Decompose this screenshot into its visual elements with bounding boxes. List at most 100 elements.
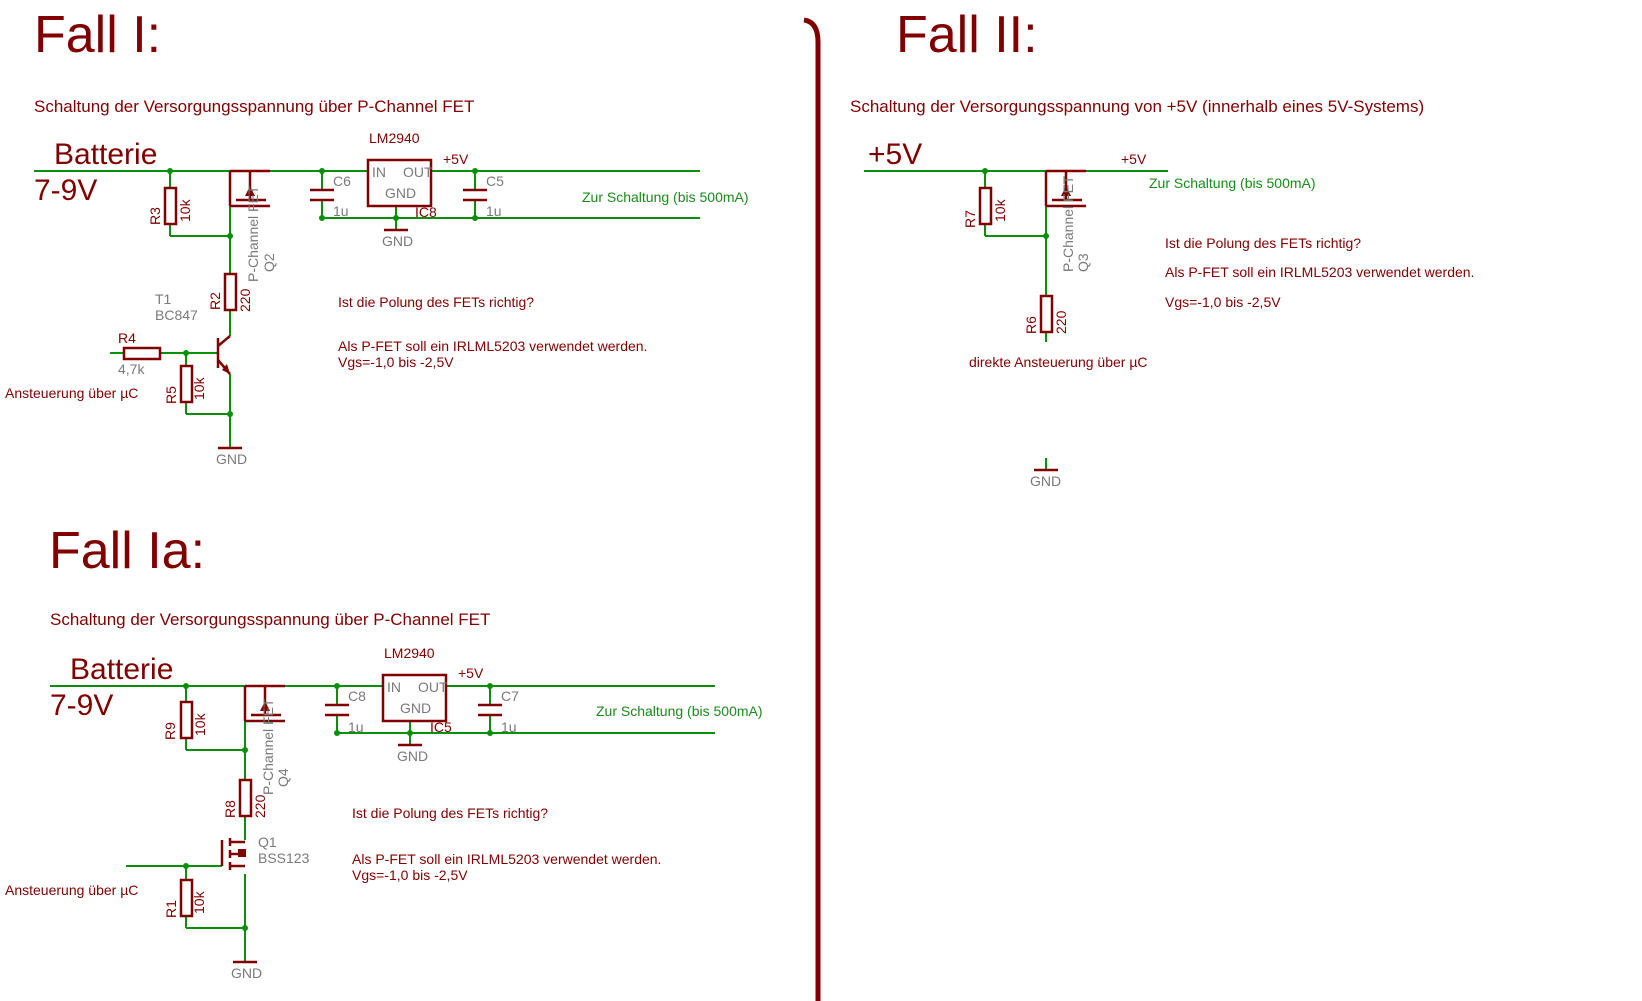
fall-1-r4-label: R4	[118, 330, 136, 346]
fall-1a-ic-in: IN	[387, 679, 401, 695]
fall-1-c6-label: C6	[333, 173, 351, 189]
fall-1a-fet-type: P-Channel FET	[260, 698, 276, 795]
fall-1-control-label: Ansteuerung über µC	[5, 385, 138, 401]
fall-1a-p-fet-symbol	[243, 684, 285, 723]
fall-1a-battery-voltage: 7-9V	[50, 689, 113, 722]
fall-1-ic-in: IN	[372, 164, 386, 180]
fall-2-heading: Schaltung der Versorgungsspannung von +5…	[850, 97, 1424, 116]
fall-1a-gnd-bottom-label: GND	[231, 965, 262, 981]
fall-1a-control-label: Ansteuerung über µC	[5, 882, 138, 898]
fall-1a-r8-label: R8	[222, 800, 238, 818]
fall-1-c6-value: 1u	[333, 203, 349, 219]
fall-1a-ic-out: OUT	[418, 679, 448, 695]
fall-1a-note-fet: Als P-FET soll ein IRLML5203 verwendet w…	[352, 851, 661, 867]
fall-1-r4-value: 4,7k	[118, 361, 145, 377]
fall-2-title: Fall II:	[896, 6, 1038, 64]
fall-1-c5-capacitor	[463, 188, 487, 202]
fall-1-gnd-ic-label: GND	[382, 233, 413, 249]
fall-1a-q1-ref: Q1	[258, 834, 277, 850]
fall-1-r2-label: R2	[207, 292, 223, 310]
fall-2-r7-value: 10k	[992, 198, 1008, 222]
fall-1a-fet-ref: Q4	[275, 768, 291, 787]
fall-1-ic-gnd: GND	[385, 185, 416, 201]
fall-1a-regulator-ic	[381, 673, 448, 723]
fall-1a-r1-resistor	[179, 878, 194, 918]
fall-1-polarity-question: Ist die Polung des FETs richtig?	[338, 294, 534, 310]
fall-2-section: Fall II: Schaltung der Versorgungsspannu…	[850, 6, 1474, 489]
fall-1a-ic-name: LM2940	[384, 645, 435, 661]
fall-1a-r9-label: R9	[162, 722, 178, 740]
fall-1-r5-value: 10k	[191, 376, 207, 400]
fall-1-t1-transistor	[216, 335, 231, 375]
fall-1-ic-out: OUT	[403, 164, 433, 180]
fall-2-output-label: Zur Schaltung (bis 500mA)	[1149, 175, 1316, 191]
fall-1-title: Fall I:	[34, 6, 161, 64]
fall-1a-c8-value: 1u	[348, 719, 364, 735]
fall-1-section: Fall I: Schaltung der Versorgungsspannun…	[5, 6, 749, 467]
fall-1a-c7-label: C7	[501, 688, 519, 704]
fall-1-r3-label: R3	[147, 207, 163, 225]
fall-1-r4-resistor	[122, 346, 162, 361]
fall-2-junctions	[982, 168, 1049, 239]
fall-1-fet-type: P-Channel FET	[245, 185, 261, 282]
fall-1a-plus5v-label: +5V	[458, 665, 484, 681]
fall-1-t1-ref: T1	[155, 291, 172, 307]
fall-1-battery-label: Batterie	[54, 138, 157, 171]
fall-1a-r8-resistor	[238, 778, 253, 818]
fall-1-regulator-ic	[366, 158, 433, 208]
fall-1-output-label: Zur Schaltung (bis 500mA)	[582, 189, 749, 205]
fall-1a-r9-resistor	[179, 700, 194, 740]
fall-1-c6-capacitor	[310, 188, 334, 202]
fall-1-note-vgs: Vgs=-1,0 bis -2,5V	[338, 354, 454, 370]
fall-1a-q1-type: BSS123	[258, 850, 310, 866]
fall-1a-c7-value: 1u	[501, 719, 517, 735]
fall-1-t1-type: BC847	[155, 307, 198, 323]
fall-2-gnd-label: GND	[1030, 473, 1061, 489]
fall-1-r3-value: 10k	[177, 198, 193, 222]
fall-2-control-label: direkte Ansteuerung über µC	[969, 354, 1148, 370]
section-divider	[803, 17, 821, 1001]
fall-2-r6-resistor	[1039, 294, 1054, 334]
fall-1a-ic-ref: IC5	[430, 719, 452, 735]
fall-2-p-fet-symbol	[1044, 169, 1086, 208]
fall-1a-heading: Schaltung der Versorgungsspannung über P…	[50, 610, 490, 629]
fall-2-fet-ref: Q3	[1075, 253, 1091, 272]
fall-1-r5-resistor	[179, 364, 194, 404]
fall-1a-output-label: Zur Schaltung (bis 500mA)	[596, 703, 763, 719]
fall-1a-c8-capacitor	[325, 703, 349, 717]
fall-2-r7-resistor	[978, 186, 993, 226]
fall-1a-section: Fall Ia: Schaltung der Versorgungsspannu…	[5, 522, 763, 981]
fall-1a-wires	[50, 685, 715, 962]
fall-1a-ic-gnd: GND	[400, 700, 431, 716]
fall-1-heading: Schaltung der Versorgungsspannung über P…	[34, 97, 474, 116]
fall-1-r2-resistor	[223, 272, 238, 312]
fall-1a-r1-value: 10k	[191, 890, 207, 914]
fall-1-plus5v-label: +5V	[443, 151, 469, 167]
fall-1-fet-ref: Q2	[261, 253, 277, 272]
fall-2-r6-value: 220	[1053, 310, 1069, 334]
fall-1-r5-label: R5	[163, 386, 179, 404]
fall-1a-c7-capacitor	[478, 703, 502, 717]
fall-2-polarity-question: Ist die Polung des FETs richtig?	[1165, 235, 1361, 251]
fall-1a-c8-label: C8	[348, 688, 366, 704]
fall-2-plus5v-label: +5V	[1121, 151, 1147, 167]
fall-1-p-fet-symbol	[228, 169, 270, 208]
fall-1-note-fet: Als P-FET soll ein IRLML5203 verwendet w…	[338, 338, 647, 354]
fall-1a-r1-label: R1	[163, 900, 179, 918]
fall-1-ic-ref: IC8	[415, 204, 437, 220]
fall-1-ic-name: LM2940	[369, 130, 420, 146]
fall-1a-r9-value: 10k	[192, 712, 208, 736]
fall-1a-q1-mosfet	[220, 838, 246, 870]
fall-2-note-vgs: Vgs=-1,0 bis -2,5V	[1165, 294, 1281, 310]
fall-1a-junctions	[183, 683, 493, 931]
fall-1-c5-value: 1u	[486, 203, 502, 219]
fall-1-c5-label: C5	[486, 173, 504, 189]
fall-1a-r8-value: 220	[252, 794, 268, 818]
fall-1-r2-value: 220	[237, 288, 253, 312]
fall-1-battery-voltage: 7-9V	[34, 174, 97, 207]
fall-1-junctions	[167, 168, 478, 417]
fall-1a-title: Fall Ia:	[49, 522, 205, 580]
fall-2-fet-type: P-Channel FET	[1060, 175, 1076, 272]
fall-2-r7-label: R7	[962, 210, 978, 228]
